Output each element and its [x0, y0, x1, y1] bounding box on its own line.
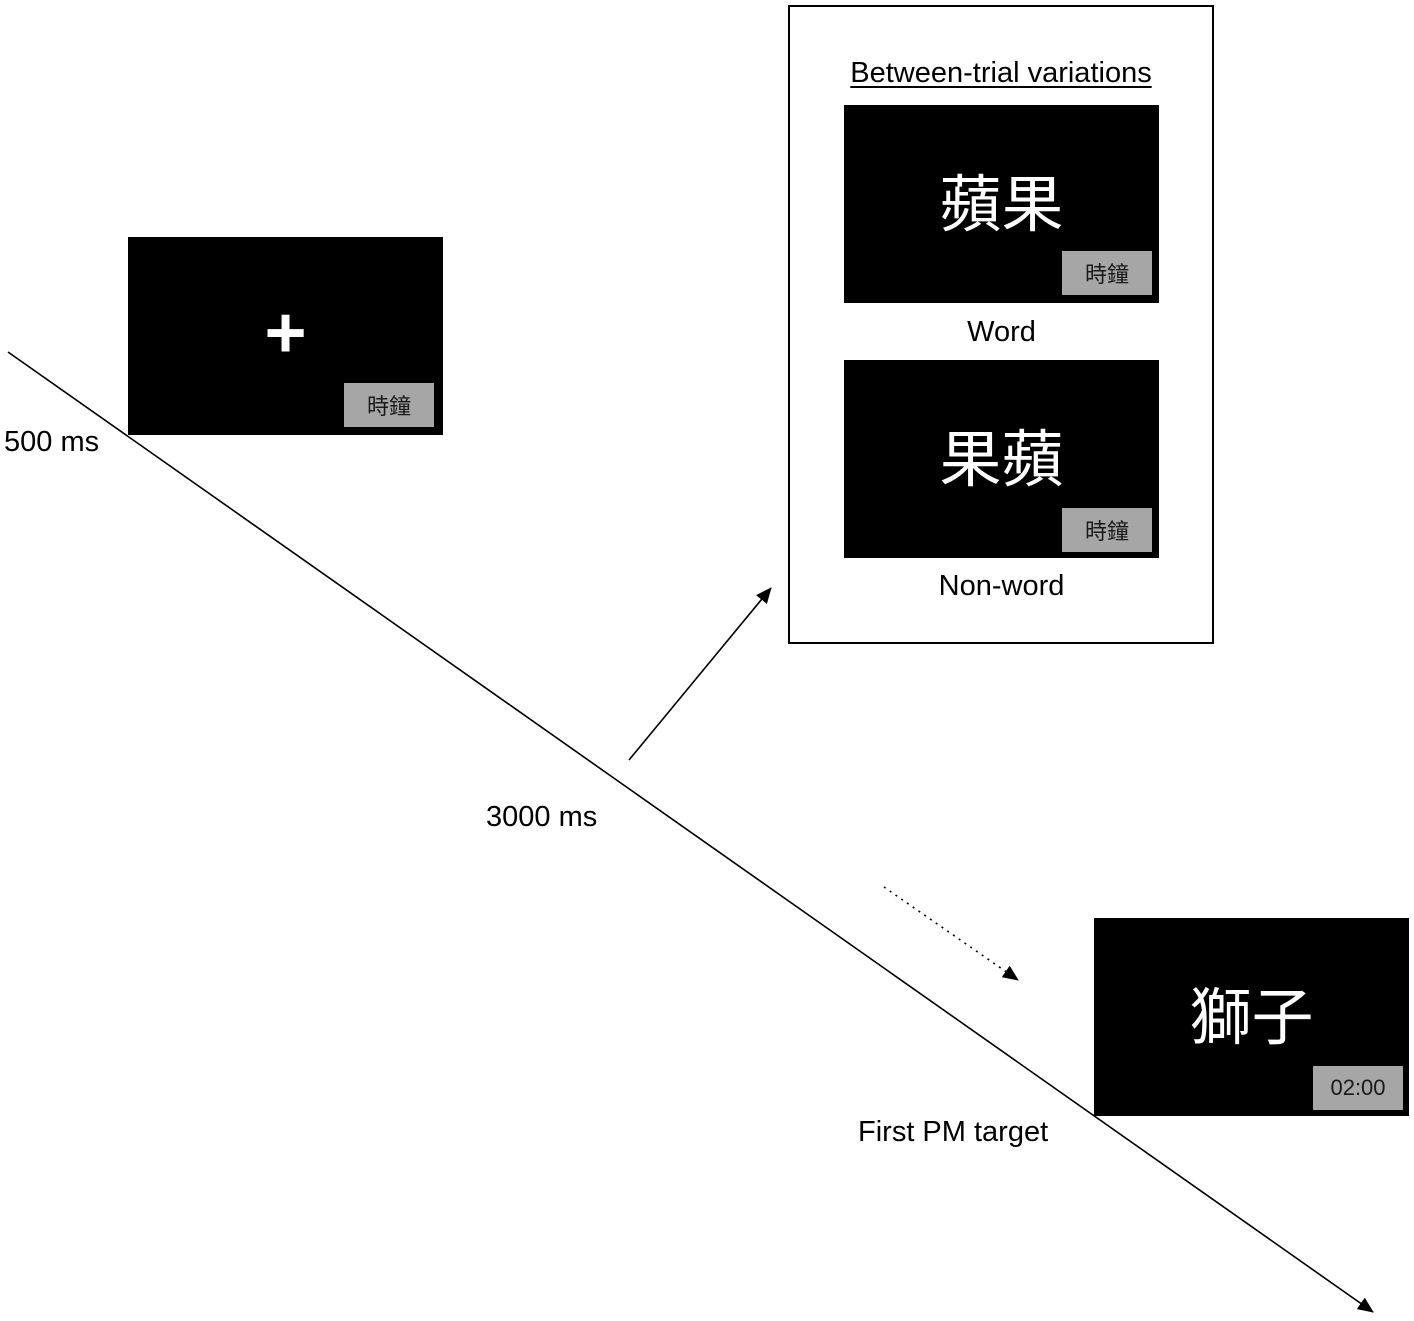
nonword-screen: 果蘋 時鐘 [844, 360, 1159, 558]
duration-label-3000ms: 3000 ms [486, 801, 598, 833]
fixation-screen: + 時鐘 [128, 237, 443, 435]
variations-title: Between-trial variations [850, 57, 1152, 89]
word-screen: 蘋果 時鐘 [844, 105, 1159, 303]
clock-badge: 時鐘 [344, 383, 434, 427]
pm-target-stimulus: 獅子 [1189, 981, 1314, 1054]
timeline-arrow [7, 351, 1374, 1313]
nonword-caption: Non-word [938, 570, 1065, 602]
word-stimulus: 蘋果 [939, 168, 1064, 241]
pm-target-screen: 獅子 02:00 [1094, 918, 1409, 1116]
clock-badge: 時鐘 [1062, 251, 1152, 295]
fixation-cross: + [264, 293, 307, 373]
skip-dotted-arrow [883, 886, 1019, 981]
timer-badge: 02:00 [1313, 1066, 1403, 1110]
nonword-stimulus: 果蘋 [939, 423, 1064, 496]
word-caption: Word [967, 316, 1036, 348]
duration-label-500ms: 500 ms [4, 426, 100, 458]
variation-arrow [628, 587, 772, 761]
clock-badge: 時鐘 [1062, 508, 1152, 552]
pm-target-label: First PM target [858, 1116, 1049, 1148]
